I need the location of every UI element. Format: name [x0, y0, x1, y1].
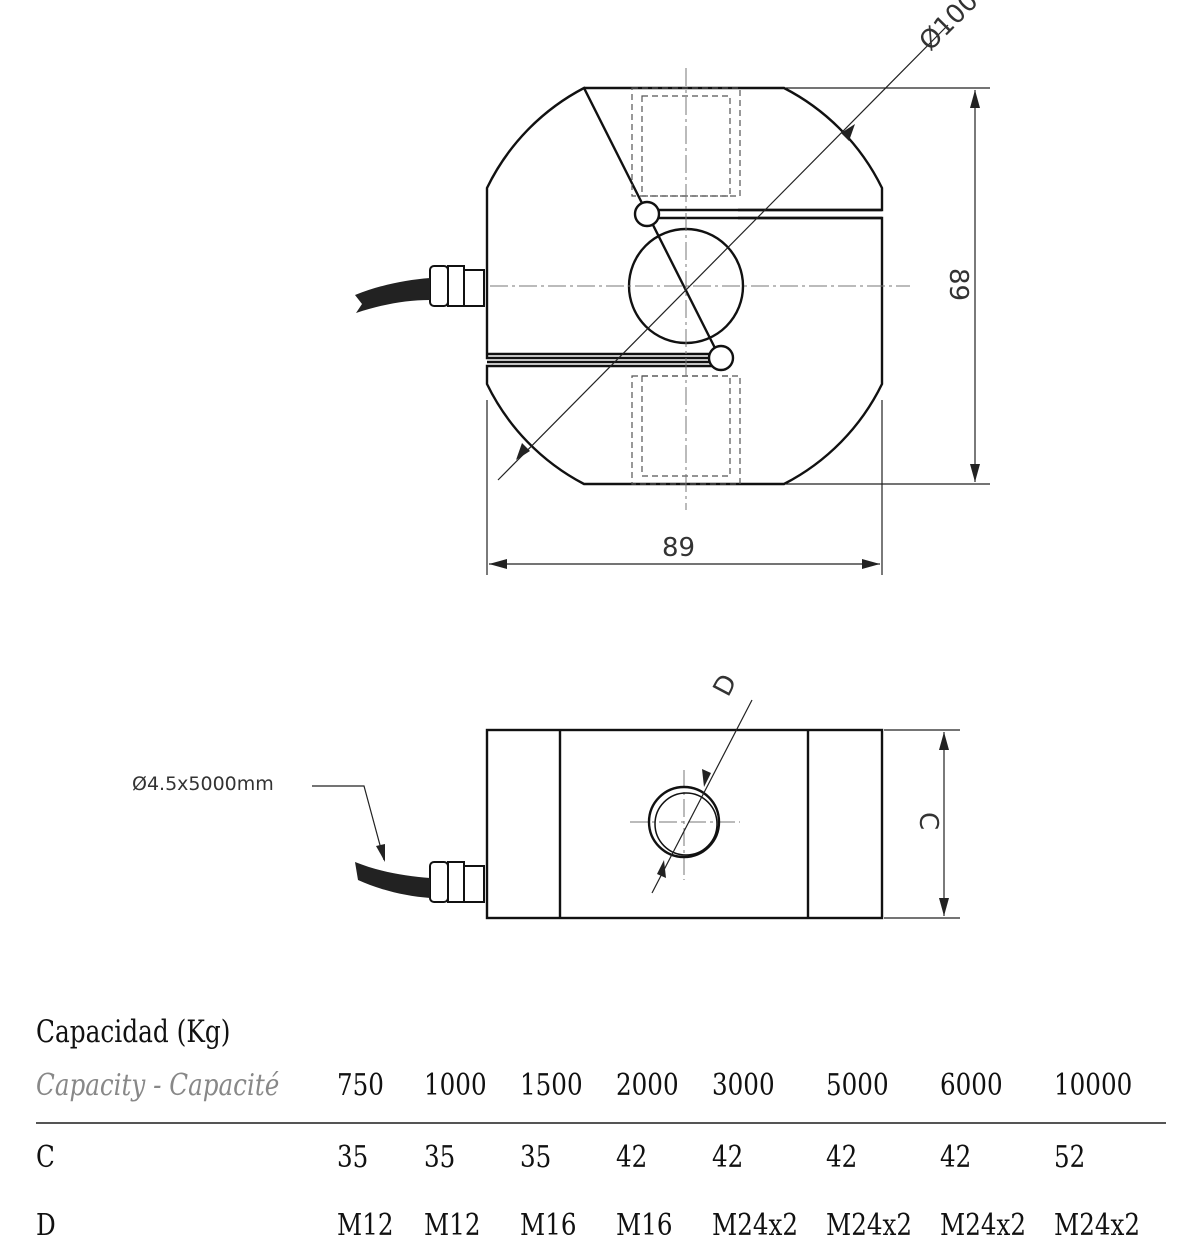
width-dimension: 89	[662, 533, 695, 563]
capacity-table: Capacidad (Kg) Capacity - Capacité 750 1…	[36, 1014, 1166, 1243]
table-title: Capacidad (Kg)	[36, 1014, 231, 1050]
table-cell: 42	[826, 1140, 858, 1175]
thickness-dimension: C	[913, 812, 943, 830]
table-cell: M12	[337, 1208, 394, 1243]
table-cell: M16	[616, 1208, 673, 1243]
table-cell: M24x2	[826, 1208, 913, 1243]
upper-relief-hole	[633, 200, 661, 228]
capacity-cell: 10000	[1054, 1068, 1133, 1103]
lower-relief-hole	[707, 344, 735, 372]
bore-dimension: D	[708, 670, 744, 702]
capacity-cell: 6000	[940, 1068, 1003, 1103]
table-subtitle: Capacity - Capacité	[36, 1068, 280, 1103]
capacity-cell: 2000	[616, 1068, 679, 1103]
table-cell: 42	[712, 1140, 744, 1175]
table-cell: 35	[337, 1140, 369, 1175]
table-cell: 52	[1054, 1140, 1086, 1175]
cable-gland-side	[429, 861, 485, 903]
capacity-cell: 1500	[520, 1068, 583, 1103]
capacity-cell: 3000	[712, 1068, 775, 1103]
center-lines	[490, 68, 910, 880]
table-cell: 35	[520, 1140, 552, 1175]
row-label: C	[36, 1140, 55, 1175]
table-cell: M24x2	[712, 1208, 799, 1243]
table-cell: M24x2	[1054, 1208, 1141, 1243]
cable-gland-top	[429, 265, 485, 307]
technical-drawing: Ø100 89 89 D C Ø4.5x5000mm	[132, 0, 990, 920]
table-cell: M16	[520, 1208, 577, 1243]
table-cell: 35	[424, 1140, 456, 1175]
capacity-cell: 750	[337, 1068, 384, 1103]
capacity-cell: 5000	[826, 1068, 889, 1103]
table-cell: M24x2	[940, 1208, 1027, 1243]
height-dimension: 89	[943, 268, 973, 301]
capacity-cell: 1000	[424, 1068, 487, 1103]
load-cell-body-side-view	[485, 728, 884, 920]
table-cell: 42	[616, 1140, 648, 1175]
cable-top	[355, 278, 430, 313]
table-divider	[36, 1122, 1166, 1124]
cable-spec-label: Ø4.5x5000mm	[132, 773, 274, 795]
table-cell: 42	[940, 1140, 972, 1175]
row-label: D	[36, 1208, 56, 1243]
cable-side	[355, 862, 430, 898]
table-cell: M12	[424, 1208, 481, 1243]
